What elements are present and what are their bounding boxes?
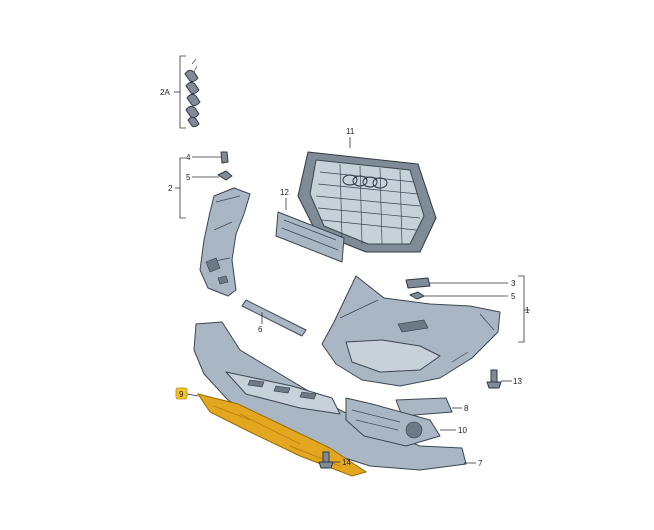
callout-3: 3 <box>511 279 516 288</box>
callout-9-badge <box>175 387 188 400</box>
callout-2a: 2A <box>160 88 170 97</box>
callout-14: 14 <box>342 458 351 467</box>
part-5-clip-right <box>409 291 425 300</box>
callout-13: 13 <box>513 377 522 386</box>
callout-1: 1 <box>525 306 530 315</box>
part-7-lower-lip <box>193 321 476 471</box>
part-6-trim-strip <box>241 299 307 337</box>
part-13-bolt <box>486 369 512 389</box>
callout-5-left: 5 <box>186 173 191 182</box>
part-12-plate-holder <box>275 198 345 263</box>
part-10-fog-grille <box>345 397 456 447</box>
callout-9: 9 <box>179 390 184 399</box>
callout-2: 2 <box>168 184 173 193</box>
callout-6: 6 <box>258 325 263 334</box>
part-2-bracket-group <box>175 151 251 297</box>
grille-rings-emblem <box>342 174 388 189</box>
part-8-fog-trim <box>395 397 462 417</box>
part-11-grille <box>297 137 437 253</box>
callout-12: 12 <box>280 188 289 197</box>
part-2a-clips <box>174 55 201 129</box>
callout-10: 10 <box>458 426 467 435</box>
callout-7: 7 <box>478 459 483 468</box>
part-4-clip <box>220 151 229 164</box>
part-1-bumper-cover <box>321 275 530 387</box>
callout-11: 11 <box>346 127 355 136</box>
part-3-5-right-clips <box>405 277 508 300</box>
callout-8: 8 <box>464 404 469 413</box>
part-3-cap <box>405 277 431 289</box>
part-14-bolt <box>318 451 340 469</box>
part-5-clip <box>217 170 233 181</box>
callout-4: 4 <box>186 153 191 162</box>
clip-set <box>184 58 201 128</box>
callout-5-right: 5 <box>511 292 516 301</box>
